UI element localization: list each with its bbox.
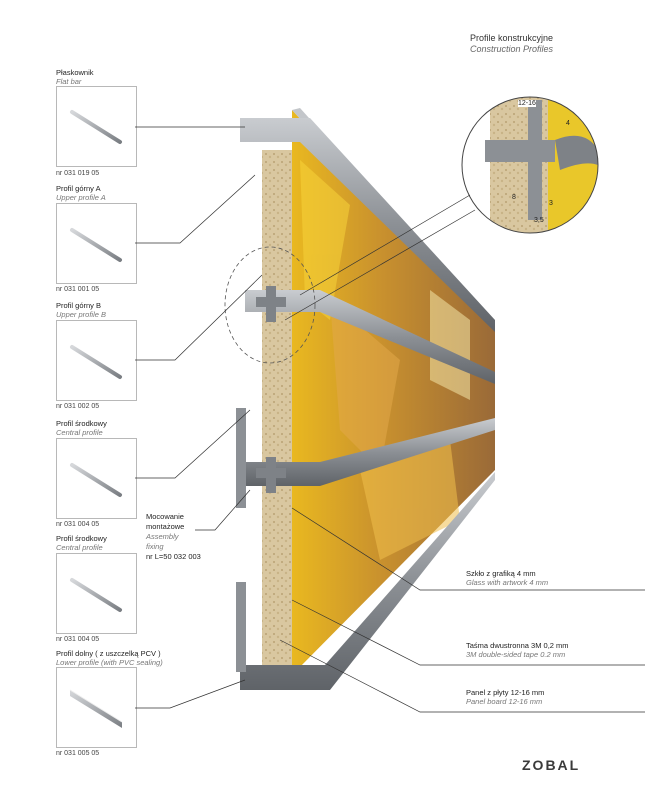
diagram-title: Profile konstrukcyjne [470,33,554,43]
brand-logo: ZOBAL [522,757,581,773]
dim-gap: 3,5 [534,217,544,224]
profile-1-name-en: Flat bar [56,77,82,86]
profile-6-name: Profil dolny ( z uszczelką PCV ) [56,649,161,658]
profile-5-name-en: Central profile [56,543,103,552]
dim-height: 8 [512,194,516,201]
profile-2-name-en: Upper profile A [56,193,106,202]
dim-glass-thickness: 4 [566,120,570,127]
diagram-subtitle: Construction Profiles [470,44,554,54]
profile-3-name-en: Upper profile B [56,310,107,319]
detail-magnifier [462,97,598,233]
profile-5-code: nr 031 004 05 [56,636,100,643]
upper-profile-a-icon [70,228,122,262]
profile-3-name: Profil górny B [56,301,102,310]
profile-5-name: Profil środkowy [56,534,107,543]
profile-4-name-en: Central profile [56,428,103,437]
assembly-fixing-label: Mocowanie montażowe Assembly fixing nr L… [146,512,201,561]
profile-1-thumbnail [56,86,137,167]
dim-groove: 3 [549,200,553,207]
profile-1-code: nr 031 019 05 [56,170,100,177]
profile-4-name: Profil środkowy [56,419,107,428]
upper-profile-b-icon [70,345,122,379]
middle-rail-lower [245,418,495,486]
lower-rail [240,472,495,690]
panel-board [262,150,292,675]
profile-6-code: nr 031 005 05 [56,750,100,757]
upper-rail [240,118,495,332]
profile-2-code: nr 031 001 05 [56,286,100,293]
central-profile-icon [70,578,122,612]
profile-3-code: nr 031 002 05 [56,403,100,410]
wall-bracket [236,408,246,508]
flat-bar-icon [70,110,122,144]
profile-2-name: Profil górny A [56,184,101,193]
lower-profile-icon [69,689,123,728]
profile-1-name: Płaskownik [56,68,94,77]
profile-4-code: nr 031 004 05 [56,521,100,528]
profile-6-name-en: Lower profile (with PVC sealing) [56,658,163,667]
wall-bracket [236,582,246,672]
central-profile-icon [70,463,122,497]
dim-board-thickness: 12-16 [518,100,536,107]
